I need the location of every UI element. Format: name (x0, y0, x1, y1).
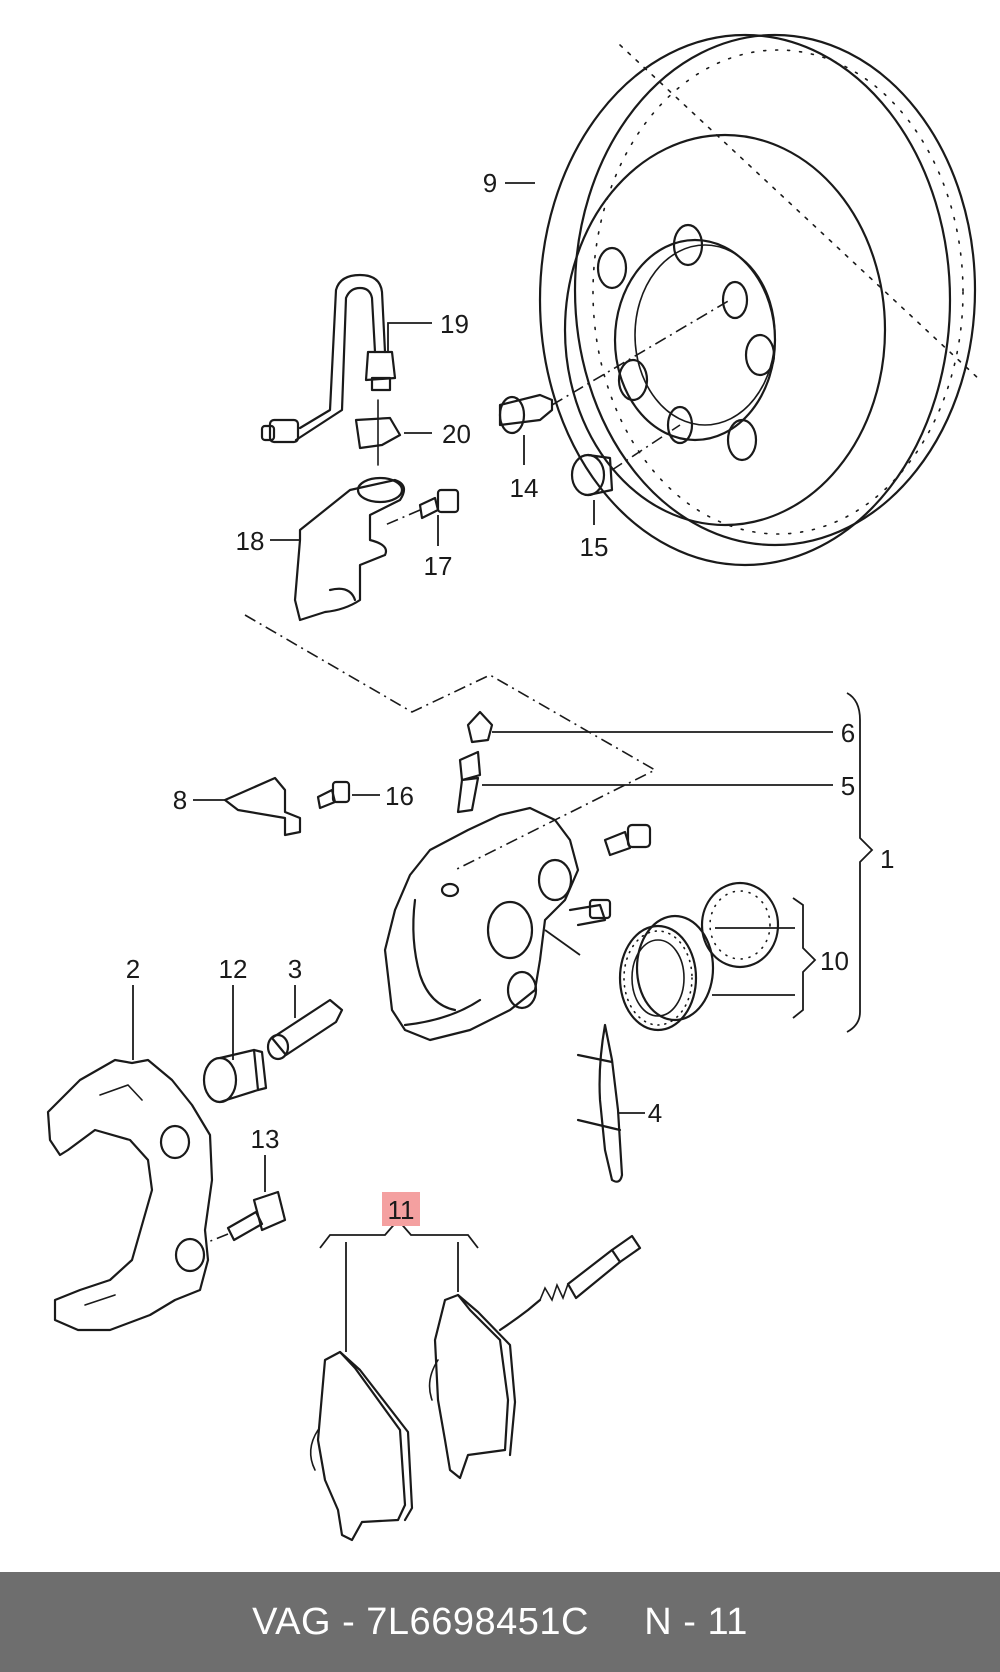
wire-bracket-bolt (316, 780, 351, 810)
callout-5: 5 (841, 771, 855, 801)
callout-3: 3 (288, 954, 302, 984)
brake-line (260, 273, 397, 444)
bleeder-valve (456, 750, 482, 814)
callout-9: 9 (483, 168, 497, 198)
brake-pad-inner (309, 1350, 414, 1542)
part-number-text: VAG - 7L6698451C N - 11 (252, 1600, 748, 1643)
callout-19: 19 (440, 309, 469, 339)
callout-labels: 9 19 20 18 17 14 15 6 5 8 16 1 10 2 12 3… (126, 168, 895, 1225)
callout-2: 2 (126, 954, 140, 984)
callout-17: 17 (424, 551, 453, 581)
brake-line-bracket (293, 476, 406, 622)
brake-assembly-diagram: 9 19 20 18 17 14 15 6 5 8 16 1 10 2 12 3… (46, 33, 981, 1542)
guide-line (244, 614, 657, 871)
brake-line-clip (354, 399, 402, 466)
callout-20: 20 (442, 419, 471, 449)
callout-16: 16 (385, 781, 414, 811)
bracket-bolt (384, 488, 460, 526)
callout-15: 15 (580, 532, 609, 562)
brake-disc (538, 33, 981, 567)
callout-14: 14 (510, 473, 539, 503)
wheel-bolt (498, 299, 731, 435)
guide-bushing (202, 1048, 268, 1104)
piston-seal-kit (544, 881, 780, 1032)
carrier-bolt (207, 1190, 287, 1243)
bleeder-cap (466, 710, 494, 744)
callout-4: 4 (648, 1098, 662, 1128)
callout-11: 11 (388, 1195, 415, 1225)
callout-8: 8 (173, 785, 187, 815)
leader-lines (132, 182, 874, 1352)
part-number-footer: VAG - 7L6698451C N - 11 (0, 1572, 1000, 1672)
guide-pin (266, 998, 344, 1061)
wear-sensor (498, 1234, 642, 1332)
threaded-insert (570, 424, 681, 497)
callout-1: 1 (880, 844, 894, 874)
anti-rattle-spring (576, 1023, 624, 1183)
callout-18: 18 (236, 526, 265, 556)
callout-12: 12 (219, 954, 248, 984)
wire-bracket (223, 776, 302, 837)
callout-13: 13 (251, 1124, 280, 1154)
callout-11-highlight (382, 1192, 420, 1226)
callout-10: 10 (820, 946, 849, 976)
brake-pad-outer (428, 1293, 517, 1480)
brake-caliper (383, 806, 652, 1042)
callout-6: 6 (841, 718, 855, 748)
caliper-carrier (46, 1058, 214, 1332)
